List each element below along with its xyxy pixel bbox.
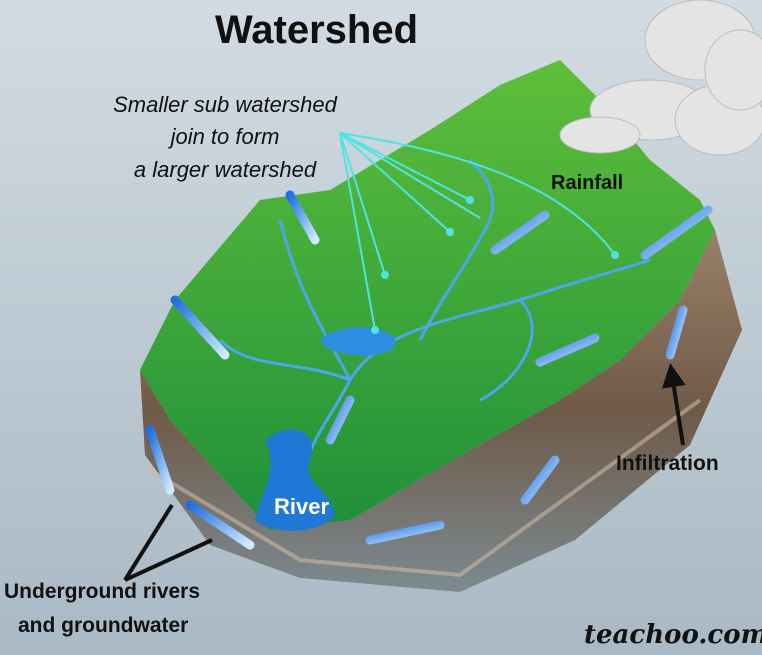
annotation-pointers bbox=[339, 132, 619, 334]
lake bbox=[320, 327, 396, 356]
infiltration-label: Infiltration bbox=[616, 452, 719, 475]
watermark-logo: teachoo.com bbox=[584, 620, 762, 650]
cloud bbox=[559, 0, 762, 156]
label-pointers bbox=[123, 363, 686, 582]
underground-label-line-1: Underground rivers bbox=[4, 580, 201, 603]
flow-arrows bbox=[145, 190, 713, 550]
river-label: River bbox=[274, 494, 330, 519]
river-mouth bbox=[255, 429, 335, 531]
annotation-line-3: a larger watershed bbox=[133, 157, 317, 182]
land-surface bbox=[140, 60, 715, 530]
annotation-line-1: Smaller sub watershed bbox=[113, 92, 337, 117]
river-network bbox=[218, 158, 651, 501]
soil-sides bbox=[140, 230, 742, 592]
underground-label-line-2: and groundwater bbox=[18, 614, 189, 637]
diagram-title: Watershed bbox=[215, 8, 419, 52]
rainfall-label: Rainfall bbox=[551, 172, 624, 194]
annotation-line-2: join to form bbox=[170, 124, 280, 149]
